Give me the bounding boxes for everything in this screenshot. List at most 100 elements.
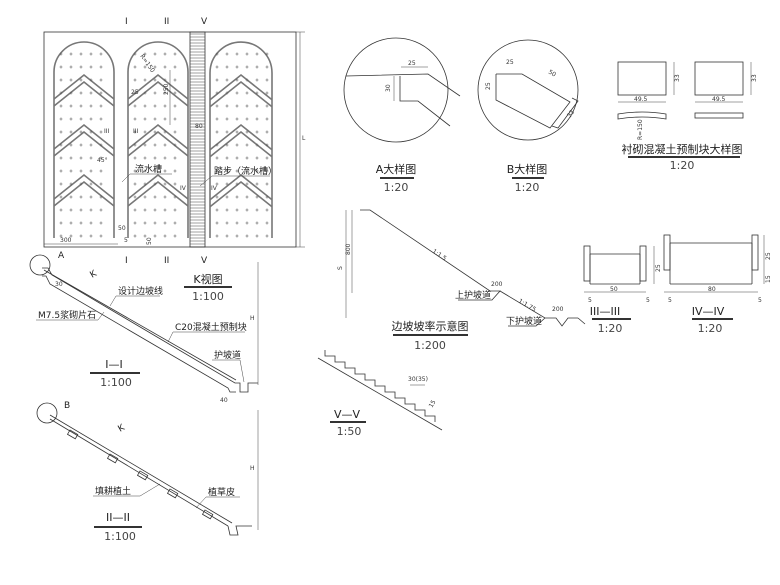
- detail-a-title: A大样图: [376, 162, 417, 176]
- v-dim-30: 30(35): [408, 376, 428, 383]
- section-mark-i-top: I: [125, 17, 128, 27]
- view-arrow-k: K: [89, 268, 100, 280]
- slope-dim-s: S: [337, 266, 344, 270]
- ii-ii-title: II—II: [106, 511, 130, 524]
- upper-berm-label: 上护坡道: [455, 289, 491, 301]
- chevron: [53, 180, 115, 207]
- iii-dim-50: 50: [610, 286, 618, 293]
- plan-side-dim: L: [302, 135, 306, 142]
- dim-25: 25: [131, 89, 139, 96]
- arch-panels: [53, 41, 273, 238]
- view-arrow-k-2: K: [117, 422, 128, 434]
- turf-label: 植草皮: [208, 486, 235, 498]
- chevron: [53, 173, 115, 200]
- precast-block: [106, 453, 119, 464]
- chevron: [127, 180, 189, 207]
- dim-300: 300: [60, 237, 72, 244]
- detail-b-dim-33: 33: [566, 109, 576, 119]
- cut-mark-iv-b: IV: [211, 185, 218, 192]
- detail-b-dim-50: 50: [547, 69, 557, 79]
- slope-ratio-title: 边坡坡率示意图: [392, 319, 469, 333]
- lower-berm-label: 下护坡道: [506, 315, 542, 327]
- chevron: [209, 173, 273, 201]
- precast-block-detail: 49.5 49.5 33 33 R=150 衬砌混凝土预制块大样图 1:20: [617, 61, 758, 172]
- i-i-dim-40: 40: [220, 397, 228, 404]
- precast-block-scale: 1:20: [670, 159, 695, 172]
- precast-block: [201, 509, 214, 520]
- slope-ratio-diagram: S 800 1:1.5 1:1.75 200 200 上护坡道 下护坡道 边坡坡…: [337, 209, 586, 352]
- section-mark-v-bottom: V: [201, 256, 208, 266]
- slope-ratio-1: 1:1.5: [431, 248, 448, 263]
- section-mark-i-bottom: I: [125, 256, 128, 266]
- block2-width: 49.5: [712, 96, 726, 103]
- section-mark-ii-bottom: II: [164, 256, 169, 266]
- section-ii-ii: B K H 填耕植土 植草皮 II—II 1:100: [36, 401, 259, 543]
- chevron: [127, 73, 189, 100]
- precast-block-title: 衬砌混凝土预制块大样图: [622, 142, 743, 156]
- stair-channel: [189, 31, 206, 248]
- section-iii-iii: 50 25 5 5 III—III 1:20: [583, 245, 662, 335]
- iii-dim-25: 25: [655, 264, 662, 272]
- slope-ratio-scale: 1:200: [414, 339, 446, 352]
- cut-mark-iii-a: III: [104, 128, 110, 135]
- cut-mark-iii-b: III: [133, 128, 139, 135]
- precast-block: [66, 429, 79, 440]
- detail-b: 25 25 50 33 B大样图 1:20: [477, 39, 579, 194]
- slope-dim-200a: 200: [491, 281, 503, 288]
- precast-blocks: [66, 429, 214, 520]
- k-view-scale: 1:100: [192, 290, 224, 303]
- section-iv-iv: 80 25 15 5 5 IV—IV 1:20: [663, 234, 772, 335]
- detail-a-dim-30: 30: [385, 84, 392, 92]
- precast-label: C20混凝土预制块: [175, 321, 247, 333]
- detail-b-marker: B: [64, 401, 70, 411]
- detail-b-marker-circle: [36, 402, 58, 424]
- v-v-scale: 1:50: [337, 425, 362, 438]
- chevron: [127, 80, 189, 107]
- block1-width: 49.5: [634, 96, 648, 103]
- chevron: [127, 130, 189, 157]
- radius-label: R=150: [138, 53, 156, 74]
- ii-ii-scale: 1:100: [104, 530, 136, 543]
- iv-dim-80: 80: [708, 286, 716, 293]
- chevron: [53, 80, 115, 107]
- detail-a-marker: A: [58, 251, 65, 261]
- iv-dim-25: 25: [765, 252, 772, 260]
- dim-250: 250: [163, 83, 170, 95]
- block1-height: 33: [674, 74, 681, 82]
- chevron: [53, 123, 115, 150]
- iv-dim-5b: 5: [758, 297, 762, 304]
- dim-5: 5: [124, 237, 128, 244]
- grass-symbols: [59, 52, 269, 238]
- channel-label: 流水槽: [135, 163, 162, 175]
- arch-panel: [53, 41, 115, 238]
- detail-a: 25 30 A大样图 1:20: [343, 37, 461, 194]
- detail-b-dim-25a: 25: [506, 59, 514, 66]
- i-i-height-dim: H: [250, 315, 255, 322]
- arch-panel: [127, 41, 189, 238]
- detail-a-marker-circle: [29, 254, 51, 276]
- chevron: [127, 173, 189, 200]
- berm-label: 护坡道: [214, 349, 241, 361]
- block2-height: 33: [751, 74, 758, 82]
- iv-iv-scale: 1:20: [698, 322, 723, 335]
- chevron: [209, 80, 273, 108]
- iii-iii-title: III—III: [590, 305, 620, 318]
- iii-dim-5b: 5: [646, 297, 650, 304]
- section-i-i: A K H 30 40 设计边坡线 M7.5浆砌片石 C20混凝土预制块 护坡道…: [29, 251, 259, 404]
- iii-iii-scale: 1:20: [598, 322, 623, 335]
- chevron: [209, 73, 273, 101]
- dim-50-bottom: 50: [146, 237, 153, 245]
- iv-dim-5a: 5: [668, 297, 672, 304]
- i-i-scale: 1:100: [100, 376, 132, 389]
- i-i-title: I—I: [105, 358, 123, 371]
- k-view-title: K视图: [193, 272, 222, 286]
- dim-50: 50: [118, 225, 126, 232]
- iv-dim-15: 15: [765, 275, 772, 283]
- iv-iv-title: IV—IV: [692, 305, 725, 318]
- k-view-caption: K视图 1:100: [184, 272, 232, 303]
- chevron: [209, 130, 273, 158]
- chevron: [53, 73, 115, 100]
- chevron: [127, 123, 189, 150]
- soil-label: 填耕植土: [95, 485, 131, 497]
